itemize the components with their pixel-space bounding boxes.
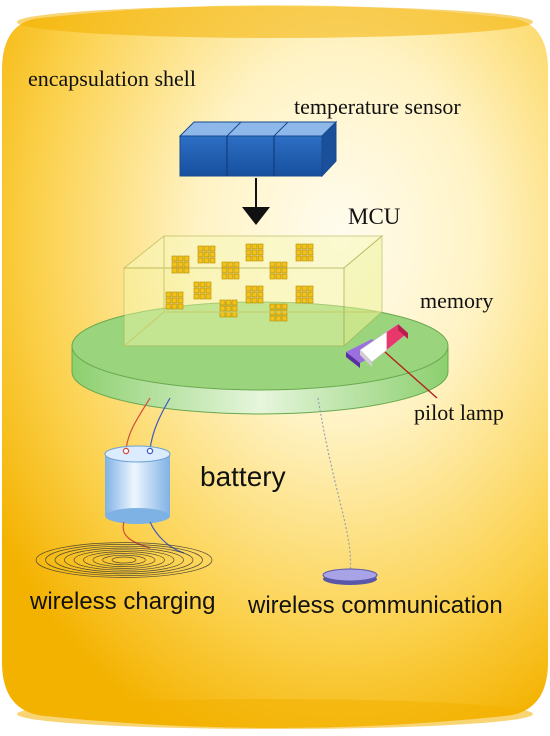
pilot-lamp-module (359, 323, 409, 367)
charging-wires (122, 521, 185, 554)
coil-ring (102, 554, 146, 566)
coil-ring (111, 556, 137, 564)
label-memory: memory (420, 288, 494, 313)
coil-ring (73, 549, 175, 571)
chip-cluster (193, 281, 212, 300)
chip-cluster (269, 261, 288, 280)
chip-cluster (219, 299, 238, 318)
chip-cluster (165, 291, 184, 310)
wireless-communication-module (322, 568, 378, 585)
mcu-box-front-edges (123, 236, 382, 347)
temperature-sensor-block (178, 120, 338, 178)
coil-ring (54, 545, 194, 575)
label-temperature-sensor: temperature sensor (294, 94, 461, 119)
arrow-down-icon (242, 178, 270, 225)
label-wireless-charging: wireless charging (30, 588, 216, 615)
chip-cluster (221, 261, 240, 280)
communication-wire (317, 397, 352, 573)
coil-ring (83, 551, 165, 569)
chip-cluster (245, 243, 264, 262)
pilot-lamp-pointer (384, 351, 438, 399)
label-pilot-lamp: pilot lamp (414, 400, 504, 425)
coil-ring (35, 542, 213, 578)
coil-ring (64, 547, 184, 573)
battery (104, 445, 171, 524)
wireless-charging-coil (35, 542, 213, 578)
chip-cluster (295, 243, 314, 262)
label-encapsulation-shell: encapsulation shell (28, 66, 197, 91)
chip-cluster (245, 285, 264, 304)
shell-top-rim (17, 6, 533, 38)
chip-cluster (171, 255, 190, 274)
label-mcu: MCU (348, 204, 401, 229)
label-wireless-communication: wireless communication (248, 592, 503, 619)
battery-wires (125, 397, 171, 451)
shell-bottom-rim (17, 699, 533, 729)
coil-ring (92, 553, 156, 567)
coil-ring (45, 544, 203, 576)
chip-cluster (295, 285, 314, 304)
label-battery: battery (200, 461, 286, 492)
chip-cluster (197, 245, 216, 264)
